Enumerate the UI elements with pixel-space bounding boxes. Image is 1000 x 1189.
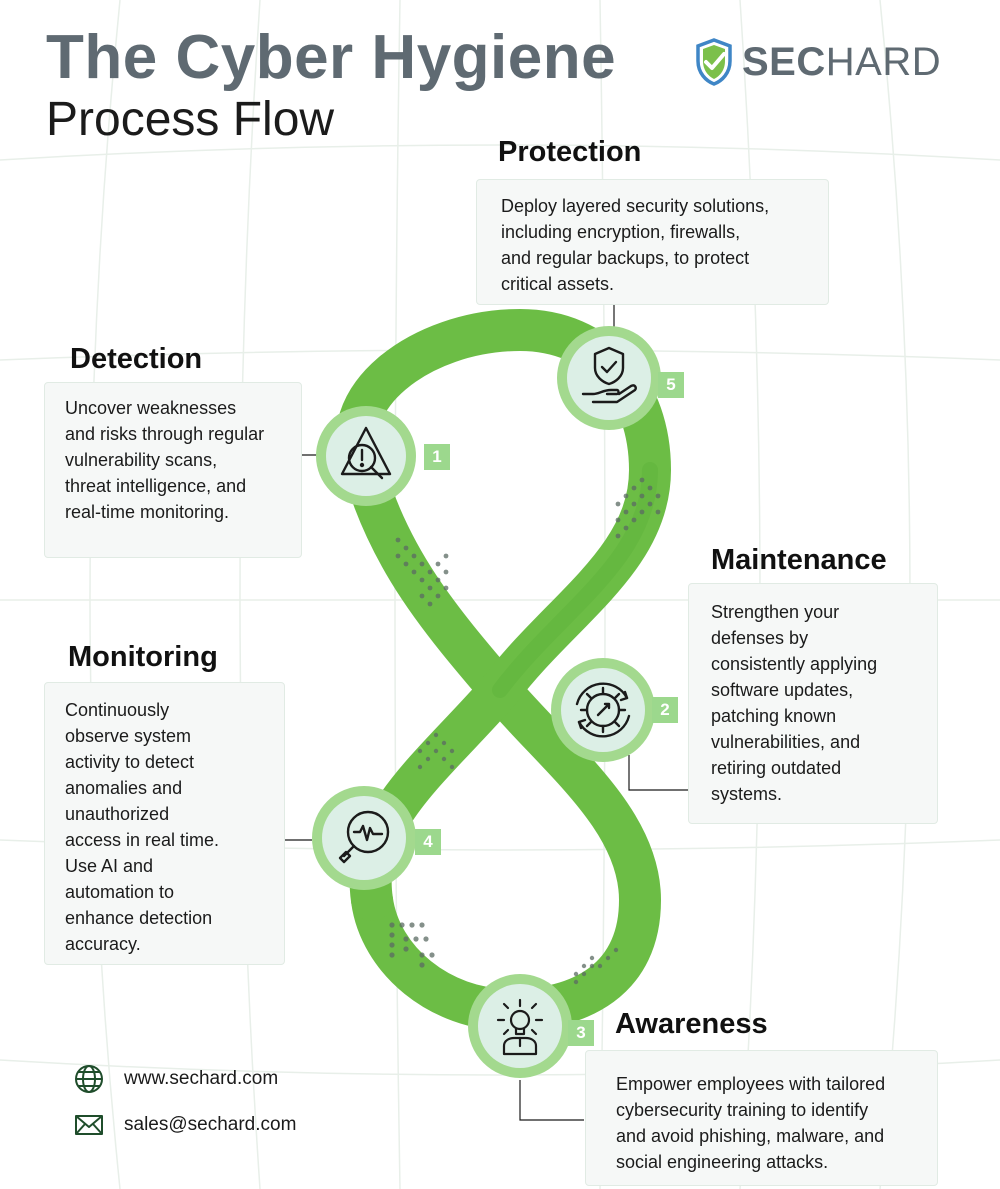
page-title: The Cyber Hygiene <box>46 23 617 92</box>
card-line: Empower employees with tailored <box>616 1074 886 1094</box>
vulnerability-search-icon <box>340 426 392 480</box>
card-line: observe system <box>65 726 192 746</box>
step-5-badge: 5 <box>658 372 684 398</box>
card-line: Continuously <box>65 700 170 720</box>
card-line: vulnerability scans, <box>65 450 218 470</box>
heading-maintenance: Maintenance <box>711 544 887 576</box>
card-line: real-time monitoring. <box>65 502 230 522</box>
card-line: enhance detection <box>65 908 213 928</box>
chevron-dots-decoration <box>389 477 661 985</box>
email-link[interactable]: sales@sechard.com <box>74 1110 296 1140</box>
card-line: critical assets. <box>501 274 615 294</box>
card-line: Strengthen your <box>711 602 840 622</box>
card-line: automation to <box>65 882 175 902</box>
card-awareness: Empower employees with tailored cybersec… <box>585 1050 938 1186</box>
step-5-circle <box>557 326 661 430</box>
heading-monitoring: Monitoring <box>68 641 218 673</box>
card-line: retiring outdated <box>711 758 842 778</box>
card-line: software updates, <box>711 680 854 700</box>
shield-hand-icon <box>581 346 637 404</box>
card-line: and avoid phishing, malware, and <box>616 1126 885 1146</box>
step-4-badge: 4 <box>415 829 441 855</box>
connector-awareness <box>519 1080 584 1121</box>
card-line: access in real time. <box>65 830 220 850</box>
lightbulb-person-icon <box>496 998 544 1056</box>
card-line: systems. <box>711 784 783 804</box>
globe-icon <box>75 1065 103 1093</box>
card-line: Deploy layered security solutions, <box>501 196 770 216</box>
card-line: cybersecurity training to identify <box>616 1100 869 1120</box>
step-4-circle <box>312 786 416 890</box>
card-line: consistently applying <box>711 654 878 674</box>
connector-maintenance <box>628 755 688 791</box>
card-line: patching known <box>711 706 837 726</box>
card-line: accuracy. <box>65 934 141 954</box>
logo-wordmark: SECHARD <box>742 39 942 84</box>
card-line: and regular backups, to protect <box>501 248 750 268</box>
heading-awareness: Awareness <box>615 1008 768 1040</box>
website-text[interactable]: www.sechard.com <box>124 1068 279 1089</box>
step-1-circle <box>316 406 416 506</box>
card-line: Uncover weaknesses <box>65 398 237 418</box>
email-text[interactable]: sales@sechard.com <box>124 1114 297 1135</box>
card-line: threat intelligence, and <box>65 476 247 496</box>
heading-protection: Protection <box>498 136 642 168</box>
card-line: activity to detect <box>65 752 195 772</box>
step-2-circle <box>551 658 655 762</box>
card-line: Use AI and <box>65 856 154 876</box>
website-link[interactable]: www.sechard.com <box>74 1064 278 1094</box>
card-line: including encryption, firewalls, <box>501 222 741 242</box>
envelope-icon <box>75 1115 103 1135</box>
step-2-badge: 2 <box>652 697 678 723</box>
step-1-badge: 1 <box>424 444 450 470</box>
card-monitoring: Continuously observe system activity to … <box>44 682 285 965</box>
card-line: anomalies and <box>65 778 183 798</box>
flow-band-upper <box>335 308 672 921</box>
card-line: defenses by <box>711 628 809 648</box>
gear-update-icon <box>575 682 631 738</box>
page-subtitle: Process Flow <box>46 93 335 146</box>
step-3-badge: 3 <box>568 1020 594 1046</box>
sechard-logo: SECHARD <box>694 34 941 90</box>
shield-logo-icon <box>696 38 732 86</box>
flow-band-lower <box>343 449 662 1032</box>
card-line: unauthorized <box>65 804 170 824</box>
card-line: social engineering attacks. <box>616 1152 829 1172</box>
card-detection: Uncover weaknesses and risks through reg… <box>44 382 302 558</box>
card-line: vulnerabilities, and <box>711 732 861 752</box>
heading-detection: Detection <box>70 343 203 375</box>
step-3-circle <box>468 974 572 1078</box>
card-protection: Deploy layered security solutions, inclu… <box>476 179 829 305</box>
card-line: and risks through regular <box>65 424 265 444</box>
card-maintenance: Strengthen your defenses by consistently… <box>688 583 938 824</box>
magnifier-pulse-icon <box>338 810 390 864</box>
